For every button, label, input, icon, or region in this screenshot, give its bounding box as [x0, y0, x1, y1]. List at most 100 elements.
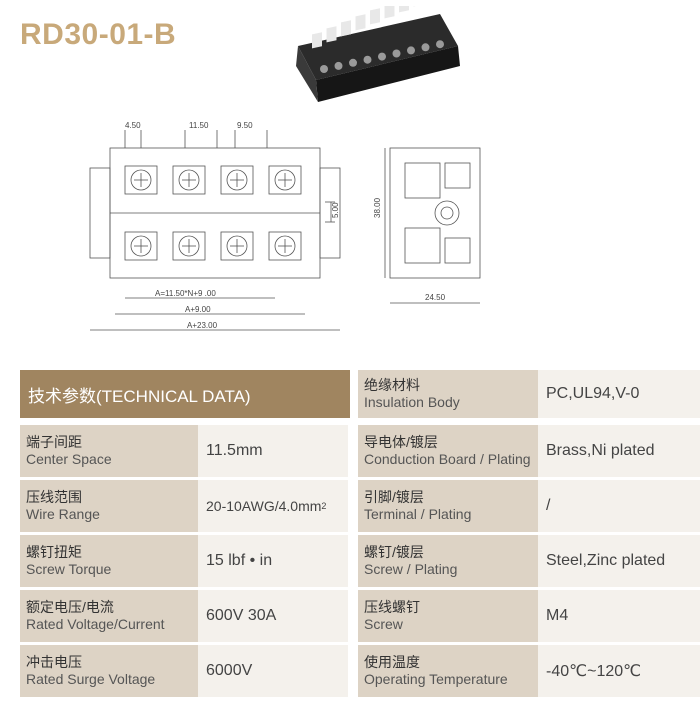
spec-label-en: Rated Surge Voltage	[26, 671, 156, 687]
spec-value-text: 15 lbf • in	[206, 552, 273, 569]
screw-symbol	[220, 231, 254, 261]
spec-label-zh: 端子间距	[26, 434, 82, 450]
spec-label-zh: 引脚/镀层	[364, 489, 424, 505]
terminal-slot	[341, 20, 351, 37]
terminal-screw	[392, 49, 401, 58]
terminal-screw	[378, 52, 386, 61]
product-title: RD30-01-B	[20, 18, 177, 51]
dim-top-3: 9.50	[237, 121, 253, 130]
screw-symbol	[268, 165, 302, 195]
spec-value-text: M4	[546, 607, 569, 624]
spec-label-zh: 绝缘材料	[364, 377, 420, 393]
spec-label-en: Rated Voltage/Current	[26, 616, 165, 632]
spec-value: Brass,Ni plated	[538, 425, 700, 477]
dim-bottom-3: A+23.00	[187, 321, 218, 330]
technical-drawing: 4.50 11.50 9.50 5.00 A=11.50*N+9 .00 A+9…	[89, 121, 481, 331]
spec-label-en: Operating Temperature	[364, 671, 508, 687]
dim-top-1: 4.50	[125, 121, 141, 130]
terminal-slot	[326, 26, 337, 43]
screw-symbol	[220, 165, 254, 195]
terminal-screw	[349, 58, 357, 67]
spec-value: 11.5mm	[198, 425, 348, 477]
dim-bottom-1: A=11.50*N+9 .00	[155, 289, 216, 298]
spec-value: /	[538, 480, 700, 532]
spec-value-text: 6000V	[206, 662, 253, 679]
spec-label-en: Screw Torque	[26, 561, 112, 577]
spec-value-text: /	[546, 497, 551, 514]
spec-value: -40℃~120℃	[538, 645, 700, 697]
screw-symbol	[124, 231, 158, 261]
spec-label-zh: 压线螺钉	[364, 599, 420, 615]
terminal-screw	[320, 65, 328, 73]
dim-bottom-2: A+9.00	[185, 305, 211, 314]
spec-value-text: 20-10AWG/4.0mm	[206, 498, 322, 514]
spec-value-text: 11.5mm	[206, 442, 263, 459]
screw-symbol	[124, 165, 158, 195]
spec-value-superscript: 2	[321, 501, 327, 511]
spec-label-zh: 使用温度	[364, 654, 420, 670]
dim-side: 5.00	[331, 202, 340, 218]
spec-label-en: Center Space	[26, 451, 112, 467]
spec-value-text: PC,UL94,V-0	[546, 385, 640, 402]
terminal-slot	[355, 14, 366, 31]
dim-side-height: 38.00	[373, 197, 382, 218]
screw-symbol	[172, 231, 206, 261]
spec-value-text: 600V 30A	[206, 607, 277, 624]
spec-value: 600V 30A	[198, 590, 348, 642]
terminal-slot	[384, 6, 395, 19]
terminal-slot	[312, 32, 322, 49]
spec-label-zh: 导电体/镀层	[364, 434, 438, 450]
terminal-slot	[399, 6, 409, 13]
terminal-screw	[436, 40, 444, 49]
terminal-screw	[363, 55, 372, 64]
spec-label-zh: 螺钉/镀层	[364, 544, 424, 560]
dim-top-2: 11.50	[189, 121, 209, 130]
spec-label-en: Screw	[364, 616, 403, 632]
spec-label-en: Terminal / Plating	[364, 506, 472, 522]
screw-symbol	[268, 231, 302, 261]
terminal-slot	[370, 8, 380, 25]
spec-value-text: -40℃~120℃	[546, 663, 642, 680]
spec-label-en: Insulation Body	[364, 394, 460, 410]
terminal-screw	[421, 43, 430, 52]
spec-label-zh: 额定电压/电流	[26, 599, 114, 615]
spec-value: M4	[538, 590, 700, 642]
dim-side-width: 24.50	[425, 293, 446, 302]
spec-label-en: Screw / Plating	[364, 561, 458, 577]
spec-label-zh: 压线范围	[26, 489, 82, 505]
spec-label-zh: 螺钉扭矩	[26, 544, 82, 560]
terminal-screw	[334, 61, 343, 70]
terminal-screw	[407, 46, 415, 55]
spec-label-en: Wire Range	[26, 506, 100, 522]
spec-label-en: Conduction Board / Plating	[364, 451, 531, 467]
spec-value-text: Steel,Zinc plated	[546, 552, 666, 569]
product-photo	[296, 6, 460, 102]
spec-label-zh: 冲击电压	[26, 654, 82, 670]
spec-value: Steel,Zinc plated	[538, 535, 700, 587]
spec-value: 6000V	[198, 645, 348, 697]
screw-symbol	[172, 165, 206, 195]
spec-value-text: Brass,Ni plated	[546, 442, 655, 459]
